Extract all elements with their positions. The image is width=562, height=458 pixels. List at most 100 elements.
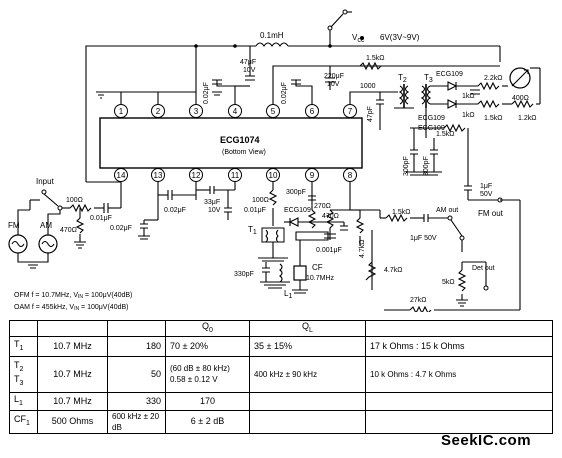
- pin-9: [305, 168, 319, 182]
- pin-label: 6: [310, 107, 315, 116]
- pin-7: [343, 104, 357, 118]
- vcc-label: Vcc: [352, 33, 365, 44]
- cap-label: 300pF: [403, 156, 410, 176]
- watermark: SeekIC.com: [441, 432, 532, 449]
- cap-label: 10V: [327, 81, 340, 88]
- cap-label: 33μF: [204, 199, 220, 206]
- ic-pins-top: 1 2 3 4 5 6 7: [114, 97, 357, 118]
- diode-label: ECG109: [418, 115, 445, 122]
- t3-label: T3: [424, 73, 433, 84]
- diode-ecg109-a: [447, 81, 458, 91]
- pin-label: 12: [192, 171, 201, 180]
- res-label: 1.5kΩ: [392, 209, 410, 216]
- pin-11: [228, 168, 242, 182]
- am-det-out-section: 1.5kΩ AM out 1μF 50V Det out 5kΩ 27kΩ 4.…: [311, 190, 521, 312]
- cap-label: 0.02μF: [110, 225, 132, 232]
- res-label: 1.5kΩ: [484, 115, 502, 122]
- component-spec-table: Q0 QL T1 10.7 MHz 180 70 ± 20% 35 ± 15% …: [9, 320, 553, 434]
- pin-13: [151, 168, 165, 182]
- note-fm: OFM f = 10.7MHz, VIN = 100μV(40dB): [14, 292, 132, 300]
- transformer-t2: [398, 85, 410, 105]
- cap-label: 47μF: [240, 59, 256, 66]
- res-label: 4.7kΩ: [359, 240, 366, 258]
- inductor-label: 0.1mH: [260, 31, 284, 40]
- res-label: 470Ω: [322, 213, 339, 220]
- pin-label: 13: [154, 171, 163, 180]
- cap-label: 0.02μF: [164, 207, 186, 214]
- cap-label: 300pF: [423, 156, 430, 176]
- pin-label: 1: [119, 107, 124, 116]
- cap-label: 1μF: [480, 183, 492, 190]
- header-q0: Q0: [165, 320, 250, 337]
- cf-freq-label: 10.7MHz: [306, 275, 335, 282]
- am-label: AM: [40, 221, 52, 230]
- pin-label: 3: [194, 107, 199, 116]
- pin-label: 11: [231, 171, 240, 180]
- cap-label: 0.001μF: [316, 247, 342, 254]
- res-label: 100Ω: [252, 197, 269, 204]
- cap-label: 1μF 50V: [410, 235, 437, 242]
- cap-label: 300pF: [286, 189, 306, 196]
- am-out-label: AM out: [436, 207, 458, 214]
- fm-label: FM: [8, 221, 20, 230]
- res-label: 270Ω: [314, 203, 331, 210]
- table-row: L1 10.7 MHz 330 170: [9, 391, 553, 411]
- res-2.2k: [477, 81, 500, 91]
- res-label: 470Ω: [60, 227, 77, 234]
- res-label: 27kΩ: [410, 297, 427, 304]
- t2-label: T2: [398, 73, 407, 84]
- cap-label: 10V: [208, 207, 221, 214]
- pin-5: [266, 104, 280, 118]
- ic-view: (Bottom View): [222, 149, 266, 156]
- if-section: 0.02μF 33μF 10V 100Ω 0.01μF T1 330pF L1 …: [158, 186, 366, 300]
- supply-rail: 0.1mH Vcc 6V(3V~9V): [85, 9, 501, 182]
- res-label: 5kΩ: [442, 279, 455, 286]
- det-out-label: Det out: [472, 265, 495, 272]
- pin-label: 10: [269, 171, 278, 180]
- pin4-capacitors: 0.02μF 47μF 10V: [203, 46, 256, 104]
- res-label: 1kΩ: [462, 112, 475, 119]
- pin-label: 9: [310, 171, 315, 180]
- cf-label: CF: [312, 263, 323, 272]
- cap-label: 330pF: [234, 271, 254, 278]
- pin-4: [228, 104, 242, 118]
- supply-label: 6V(3V~9V): [380, 33, 420, 42]
- ic-name: ECG1074: [220, 135, 260, 145]
- circuit-schematic: ECG1074 (Bottom View) 1 2 3 4 5 6 7 14 1: [8, 9, 541, 312]
- res-label: 1.5kΩ: [366, 55, 384, 62]
- pin-10: [266, 168, 280, 182]
- res-27k: [409, 305, 432, 312]
- cap-label: 0.01μF: [90, 215, 112, 222]
- res-label: 1kΩ: [462, 93, 475, 100]
- ground-pins-1-3: [96, 46, 197, 99]
- diode-label: ECG109: [284, 207, 311, 214]
- cap-label: 47pF: [367, 106, 374, 122]
- cap-label: 0.02μF: [203, 82, 210, 104]
- table-row: T1 10.7 MHz 180 70 ± 20% 35 ± 15% 17 k O…: [9, 335, 553, 357]
- ceramic-filter-cf: [293, 265, 307, 281]
- cap-label: 50V: [480, 191, 493, 198]
- transformer-t3: [420, 85, 432, 105]
- pin-3: [189, 104, 203, 118]
- input-label: Input: [36, 177, 55, 186]
- res-label: 2.2kΩ: [484, 75, 502, 82]
- l1-label: L1: [284, 289, 292, 300]
- pin-12: [189, 168, 203, 182]
- res-1.2k: [511, 99, 534, 109]
- note-am: OAM f = 455kHz, VIN = 100μV(40dB): [14, 304, 128, 312]
- cap-label: 10V: [243, 67, 256, 74]
- res-400: [477, 99, 500, 109]
- cap-label: 0.01μF: [244, 207, 266, 214]
- pin-2: [151, 104, 165, 118]
- table-row: CF1 500 Ohms 600 kHz ± 20 dB 6 ± 2 dB: [9, 409, 553, 434]
- transformer-t1: [261, 227, 285, 243]
- input-network: Input 100Ω 0.01μF 470Ω 0.02μF FM AM: [8, 177, 159, 269]
- ic-pins-bottom: 14 13 12 11 10 9 8: [114, 168, 357, 195]
- pin-1: [114, 104, 128, 118]
- diode-label: ECG109: [436, 71, 463, 78]
- pin-label: 4: [233, 107, 238, 116]
- res-label: 1.2kΩ: [518, 115, 536, 122]
- pin-8: [343, 168, 357, 182]
- cap-label: 0.02μF: [281, 82, 288, 104]
